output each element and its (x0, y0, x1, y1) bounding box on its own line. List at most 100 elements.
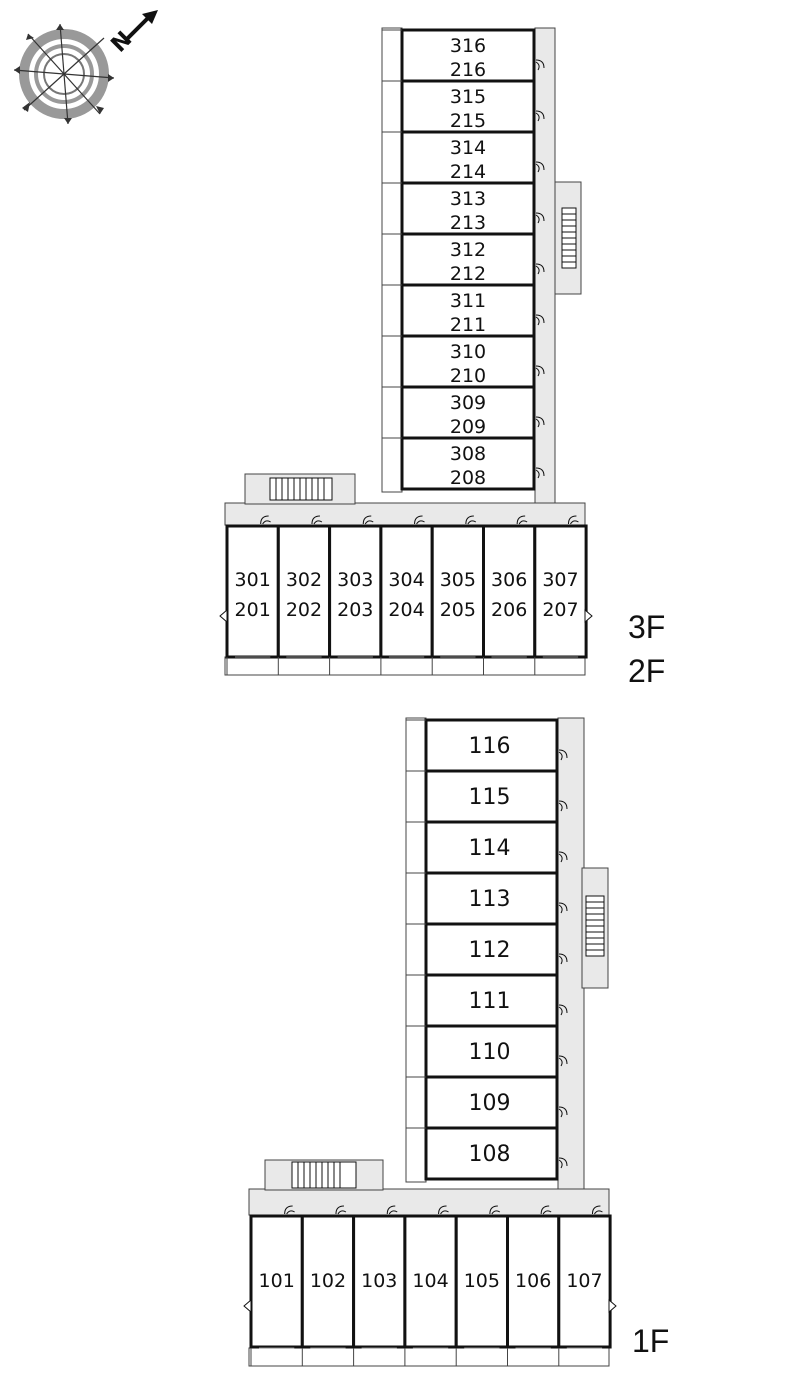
unit-number-upper: 302 (286, 569, 322, 591)
unit-number-upper: 310 (450, 341, 486, 363)
door-icon (535, 263, 545, 275)
unit-number-lower: 214 (450, 161, 486, 183)
door-icon (558, 902, 568, 914)
upper-vertical-corridor (534, 27, 556, 505)
unit-number-lower: 206 (491, 599, 527, 621)
unit-room (533, 524, 588, 659)
unit-room (400, 385, 536, 440)
door-icon (535, 59, 545, 71)
unit-number: 108 (469, 1142, 511, 1167)
unit-room (482, 524, 537, 659)
door-icon (558, 953, 568, 965)
unit-room (403, 1214, 458, 1349)
upper-vertical-units: 3162163152153142143132133122123112113102… (382, 28, 545, 491)
door-icon (516, 515, 528, 525)
unit-number-upper: 313 (450, 188, 486, 210)
unit-room (430, 524, 486, 659)
door-icon (535, 212, 545, 224)
upper-floors-plan: 3162163152153142143132133122123112113102… (219, 27, 665, 689)
door-icon (284, 1205, 295, 1215)
unit-room (400, 28, 536, 83)
unit-room (424, 1075, 559, 1130)
unit-room (400, 436, 536, 491)
door-icon (535, 365, 545, 377)
unit-room (400, 79, 536, 134)
unit-number-upper: 301 (235, 569, 271, 591)
unit-number-upper: 303 (337, 569, 373, 591)
ground-balcony-bottom (248, 1347, 610, 1367)
unit-number: 112 (469, 938, 511, 963)
unit-number: 109 (469, 1091, 511, 1116)
upper-staircase-right (554, 181, 582, 295)
unit-room (424, 769, 559, 824)
compass-icon: N (13, 10, 158, 125)
unit-room (400, 181, 536, 236)
unit-number-upper: 306 (491, 569, 527, 591)
unit-number-lower: 212 (450, 263, 486, 285)
unit-room (276, 524, 332, 659)
ground-right-door-icon (608, 1298, 617, 1314)
unit-room (225, 524, 280, 659)
upper-balcony-strip (381, 27, 403, 493)
unit-number: 116 (469, 734, 511, 759)
unit-number-lower: 201 (235, 599, 271, 621)
unit-number-upper: 315 (450, 86, 486, 108)
unit-number: 114 (469, 836, 511, 861)
door-icon (540, 1205, 552, 1215)
door-icon (335, 1205, 347, 1215)
door-icon (414, 515, 425, 525)
door-icon (260, 515, 271, 525)
door-icon (558, 1055, 568, 1067)
upper-horizontal-units: 3012013022023032033042043052053062063072… (225, 515, 588, 675)
ground-left-door-icon (243, 1298, 252, 1314)
door-icon (386, 1205, 398, 1215)
unit-number-lower: 205 (440, 599, 476, 621)
unit-number-lower: 215 (450, 110, 486, 132)
unit-number-upper: 308 (450, 443, 486, 465)
ground-balcony-strip (405, 717, 427, 1183)
unit-number: 115 (469, 785, 511, 810)
unit-number: 104 (412, 1270, 448, 1292)
unit-number: 105 (464, 1270, 500, 1292)
upper-left-door-icon (219, 608, 228, 624)
door-icon (591, 1205, 603, 1215)
door-icon (535, 467, 545, 479)
unit-number: 107 (566, 1270, 602, 1292)
upper-horizontal-corridor (224, 502, 586, 526)
ground-horizontal-units: 101 102 103 104 105 106 107 (249, 1205, 612, 1366)
door-icon (535, 161, 545, 173)
unit-number-upper: 304 (388, 569, 424, 591)
unit-number: 106 (515, 1270, 551, 1292)
unit-number-lower: 210 (450, 365, 486, 387)
door-icon (465, 515, 477, 525)
unit-number-upper: 316 (450, 35, 486, 57)
door-icon (567, 515, 579, 525)
floor-label-3f: 3F (628, 609, 665, 645)
unit-number-upper: 307 (542, 569, 578, 591)
unit-number: 103 (361, 1270, 397, 1292)
door-icon (311, 515, 323, 525)
unit-number: 102 (310, 1270, 346, 1292)
ground-staircase-left (264, 1159, 384, 1191)
door-icon (558, 1004, 568, 1016)
door-icon (489, 1205, 501, 1215)
ground-staircase-right (581, 867, 609, 989)
door-icon (535, 416, 545, 428)
upper-staircase-left (244, 473, 356, 505)
unit-room (424, 1126, 559, 1181)
unit-room (424, 1024, 559, 1079)
unit-number-upper: 314 (450, 137, 486, 159)
unit-number-upper: 312 (450, 239, 486, 261)
unit-number: 113 (469, 887, 511, 912)
unit-number-upper: 311 (450, 290, 486, 312)
door-icon (558, 749, 568, 761)
unit-number-upper: 309 (450, 392, 486, 414)
door-icon (535, 314, 545, 326)
door-icon (558, 1106, 568, 1118)
floor-label-1f: 1F (632, 1323, 669, 1359)
unit-number-lower: 207 (542, 599, 578, 621)
unit-room (557, 1214, 612, 1349)
unit-number: 101 (259, 1270, 295, 1292)
